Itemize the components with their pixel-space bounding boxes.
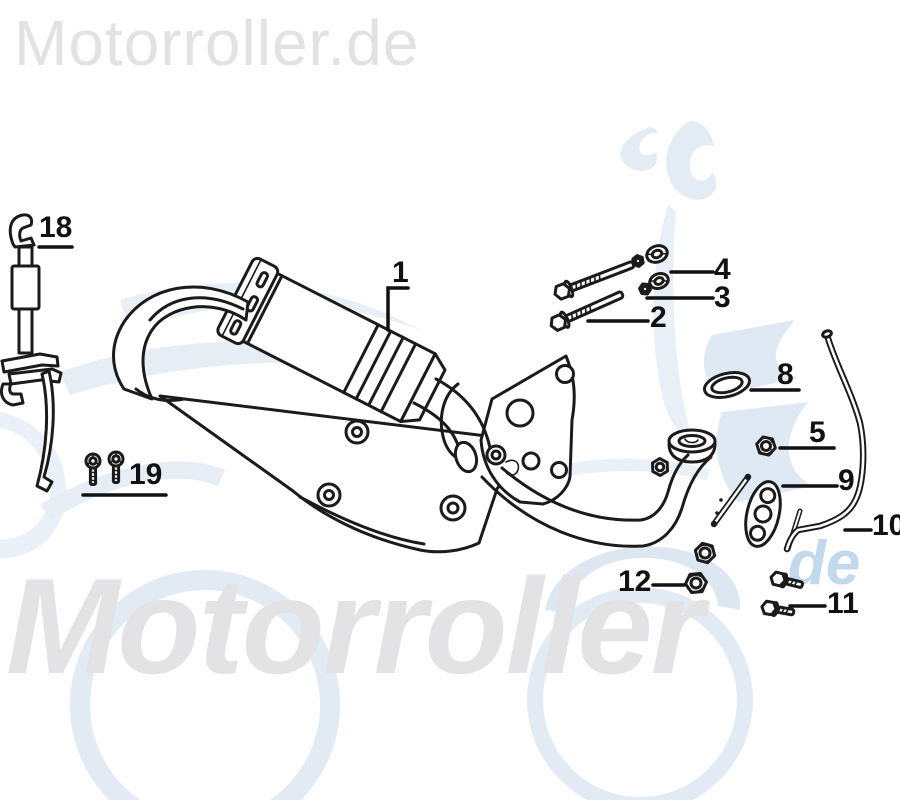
stand-part-18 xyxy=(0,213,63,493)
callout-3: 3 xyxy=(714,281,731,314)
callout-4: 4 xyxy=(714,253,731,286)
washer-part-4 xyxy=(645,244,669,264)
callout-10: 10 xyxy=(872,509,900,542)
bolt-part-11b xyxy=(759,599,796,618)
callout-8: 8 xyxy=(777,358,794,391)
muffler-inlet-elbow xyxy=(112,285,250,403)
callout-11: 11 xyxy=(827,587,859,620)
screw-part-19a xyxy=(84,452,102,486)
stud-bolt-part-2a xyxy=(551,260,636,302)
heat-shield xyxy=(158,394,529,554)
muffler-tail-pipe xyxy=(412,377,507,474)
callout-18: 18 xyxy=(39,211,73,244)
callout-5: 5 xyxy=(809,416,826,449)
nut-part-4 xyxy=(630,253,646,269)
nut-part-5 xyxy=(753,434,779,458)
callout-9: 9 xyxy=(838,464,855,497)
callout-leader-lines xyxy=(37,245,873,608)
exhaust-header-pipe xyxy=(480,428,717,548)
stud-bolt-part-2b xyxy=(547,290,625,334)
callout-19: 19 xyxy=(129,458,163,491)
gasket-part-9 xyxy=(744,480,782,548)
screw-part-19b xyxy=(107,450,125,484)
stay-rod-part-10 xyxy=(783,329,867,553)
washer-part-3 xyxy=(648,271,670,291)
gasket-part-8 xyxy=(703,371,751,399)
mounting-bracket xyxy=(439,354,576,506)
watermark-bottom: Motorroller xyxy=(6,550,704,702)
callout-1: 1 xyxy=(392,256,409,289)
nut-part-3 xyxy=(638,282,652,296)
callout-12: 12 xyxy=(618,565,652,598)
watermark-top: Motorroller.de xyxy=(14,7,420,79)
nuts-part-12 xyxy=(683,540,719,595)
bolt-part-11a xyxy=(768,570,805,589)
flange-stud xyxy=(710,473,752,528)
callout-2: 2 xyxy=(650,301,667,334)
nut-installed xyxy=(647,455,673,479)
